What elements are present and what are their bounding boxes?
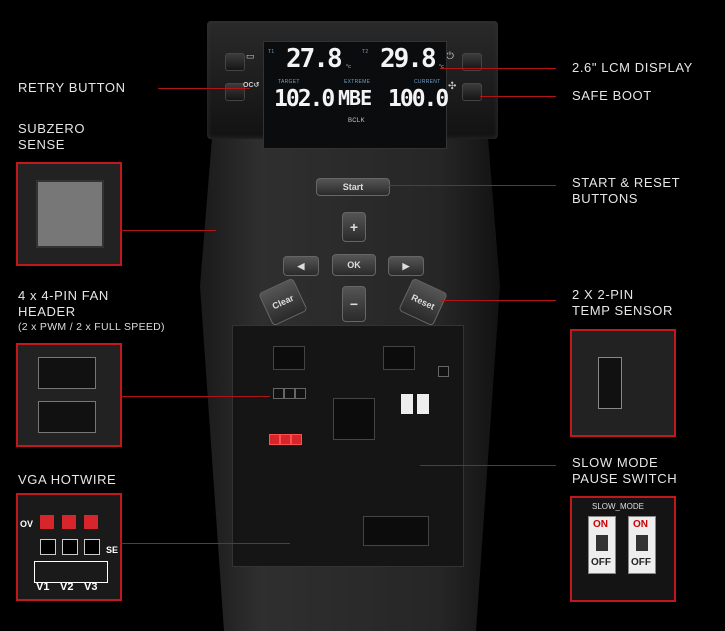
start-button[interactable]: Start — [316, 178, 390, 196]
lcm-display: T1 27.8 °c T2 29.8 °c TARGET EXTREME CUR… — [263, 41, 449, 149]
retry-button[interactable] — [225, 83, 245, 101]
hotwire-v2-label: V2 — [60, 581, 74, 593]
pause-switch[interactable]: ON OFF — [628, 516, 656, 574]
safe-boot-leader-line — [480, 96, 556, 97]
lcd-mode-value: MBE — [338, 86, 372, 110]
hotwire-pin — [62, 539, 78, 555]
temp-sensor-pin — [438, 366, 449, 377]
hotwire-se-label: SE — [106, 545, 119, 555]
lcd-t2-label: T2 — [362, 49, 369, 55]
lcd-target-label: TARGET — [278, 79, 300, 85]
fan-header-sublabel: (2 x PWM / 2 x FULL SPEED) — [18, 321, 165, 333]
hotwire-pin — [84, 539, 100, 555]
subzero-sense-inset — [16, 162, 122, 266]
subzero-sensor — [36, 180, 104, 248]
lcd-t2-unit: °c — [439, 64, 445, 70]
retry-leader-line — [158, 88, 250, 89]
hotwire-jumper — [40, 515, 54, 529]
slow-mode-on-label: ON — [593, 519, 608, 530]
temp-sensor-connector — [598, 357, 622, 409]
subzero-label: SUBZERO SENSE — [18, 121, 86, 152]
retry-button-label: RETRY BUTTON — [18, 80, 126, 95]
right-arrow-button[interactable]: ▶ — [388, 256, 424, 276]
temp-sensor-leader-line — [442, 300, 556, 301]
safe-boot-button[interactable] — [462, 83, 482, 101]
fan-header-pin — [295, 388, 306, 399]
fan-header-connector — [38, 401, 96, 433]
fan-header-inset — [16, 343, 122, 447]
vga-hotwire-leader-line — [120, 543, 290, 544]
fan-header-label: 4 x 4-PIN FAN HEADER — [18, 288, 109, 319]
pcb-component — [383, 346, 415, 370]
retry-side-button[interactable] — [225, 53, 245, 71]
main-chip — [333, 398, 375, 440]
temp-sensor-label: 2 X 2-PIN TEMP SENSOR — [572, 287, 673, 318]
start-reset-label: START & RESET BUTTONS — [572, 175, 681, 206]
window-icon: ▭ — [246, 51, 255, 61]
lcd-target-value: 102.0 — [274, 86, 335, 112]
power-icon-button[interactable] — [462, 53, 482, 71]
lcd-extreme-label: EXTREME — [344, 79, 371, 85]
pause-switch-mini[interactable] — [417, 394, 429, 414]
lcd-bclk-label: BCLK — [348, 118, 365, 124]
fan-header-pin — [284, 388, 295, 399]
pcb-component — [273, 346, 305, 370]
slow-mode-silkscreen: SLOW_MODE — [592, 502, 645, 511]
hotwire-silkscreen — [34, 561, 108, 583]
slow-mode-inset: SLOW_MODE ON OFF ON OFF — [570, 496, 676, 602]
start-reset-leader-line — [388, 185, 556, 186]
lcd-t1-value: 27.8 — [286, 44, 343, 74]
temp-sensor-inset — [570, 329, 676, 437]
fan-icon: ✣ — [448, 81, 457, 92]
hotwire-v1-label: V1 — [36, 581, 50, 593]
fan-header-leader-line — [120, 396, 270, 397]
power-icon: ⏻ — [446, 51, 454, 62]
slow-mode-label: SLOW MODE PAUSE SWITCH — [572, 455, 678, 486]
pause-on-label: ON — [633, 519, 648, 530]
hotwire-jumper — [84, 515, 98, 529]
lcd-housing: ▭ ⏻ ✣ OC↺ T1 27.8 °c T2 29.8 °c TARGET E… — [207, 21, 498, 149]
slow-mode-switch-mini[interactable] — [401, 394, 413, 414]
lcm-display-label: 2.6" LCM DISPLAY — [572, 60, 693, 75]
slow-mode-switch-knob[interactable] — [596, 535, 608, 551]
fan-header-connector — [38, 357, 96, 389]
circuit-board — [232, 325, 464, 567]
plus-button[interactable]: + — [342, 212, 366, 242]
lcd-t2-value: 29.8 — [380, 44, 437, 74]
hotwire-pin — [40, 539, 56, 555]
oc-retry-icon: OC↺ — [243, 82, 260, 89]
vga-hotwire-pin — [280, 434, 291, 445]
left-arrow-button[interactable]: ◀ — [283, 256, 319, 276]
usb-connector — [363, 516, 429, 546]
vga-hotwire-label: VGA HOTWIRE — [18, 472, 117, 487]
slow-mode-off-label: OFF — [591, 557, 611, 568]
slow-mode-leader-line — [420, 465, 556, 466]
ok-button[interactable]: OK — [332, 254, 376, 276]
hotwire-ov-label: OV — [20, 519, 34, 529]
lcd-t1-label: T1 — [268, 49, 275, 55]
lcd-current-value: 100.0 — [388, 86, 449, 112]
safe-boot-label: SAFE BOOT — [572, 88, 652, 103]
pause-off-label: OFF — [631, 557, 651, 568]
lcm-leader-line — [440, 68, 556, 69]
subzero-leader-line — [120, 230, 216, 231]
vga-hotwire-pin — [269, 434, 280, 445]
hotwire-jumper — [62, 515, 76, 529]
lcd-t1-unit: °c — [346, 64, 352, 70]
minus-button[interactable]: − — [342, 286, 366, 322]
pause-switch-knob[interactable] — [636, 535, 648, 551]
fan-header-pin — [273, 388, 284, 399]
slow-mode-switch[interactable]: ON OFF — [588, 516, 616, 574]
hotwire-v3-label: V3 — [84, 581, 98, 593]
lcd-current-label: CURRENT — [414, 79, 441, 85]
vga-hotwire-inset: OV SE V1 V2 V3 — [16, 493, 122, 601]
vga-hotwire-pin — [291, 434, 302, 445]
